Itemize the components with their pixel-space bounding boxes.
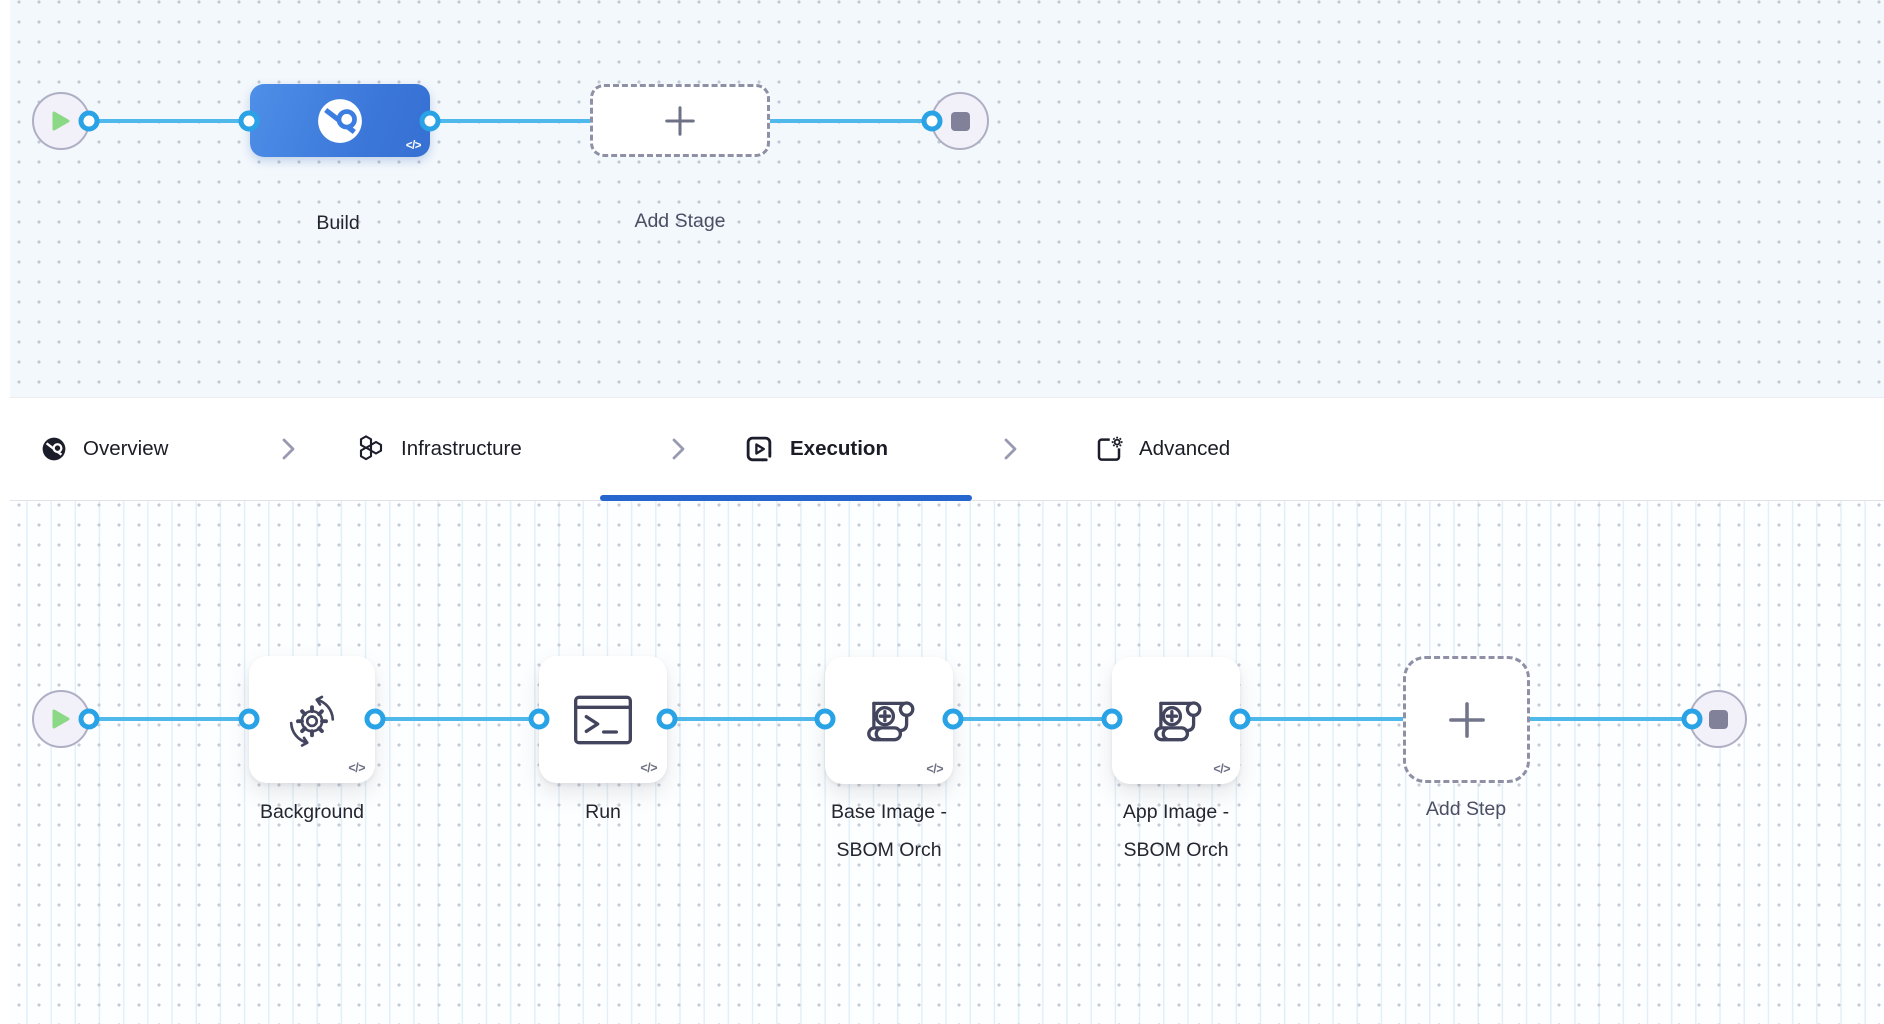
tab-label: Execution xyxy=(790,437,888,460)
play-icon xyxy=(52,111,70,131)
tab-overview[interactable]: Overview xyxy=(40,398,168,500)
add-step-node[interactable] xyxy=(1403,656,1530,783)
tab-execution[interactable]: Execution xyxy=(744,398,888,500)
code-badge: </> xyxy=(926,762,943,776)
scroll-plus-icon xyxy=(1154,700,1202,741)
connector-dot[interactable] xyxy=(942,708,964,730)
add-stage-node[interactable] xyxy=(590,84,770,157)
connector-dot[interactable] xyxy=(419,110,441,132)
tab-label: Advanced xyxy=(1139,437,1231,460)
execution-play-icon xyxy=(746,436,774,463)
stage-node-build[interactable]: </> xyxy=(250,84,430,157)
execution-step-canvas[interactable]: </> </> xyxy=(0,501,1884,1024)
step-label: Background xyxy=(259,801,365,823)
connector-dot[interactable] xyxy=(921,110,943,132)
tab-advanced[interactable]: Advanced xyxy=(1094,398,1230,500)
step-node-background[interactable]: </> xyxy=(249,656,375,783)
background-sync-icon xyxy=(289,695,335,747)
step-label: App Image - SBOM Orch xyxy=(1122,801,1230,861)
connector-dot[interactable] xyxy=(238,110,260,132)
edge-line xyxy=(61,119,960,123)
stop-icon xyxy=(950,111,970,131)
ci-stage-icon xyxy=(318,98,362,143)
code-badge: </> xyxy=(405,140,422,152)
connector-dot[interactable] xyxy=(364,708,386,730)
step-node-app-image-sbom[interactable]: </> xyxy=(1112,657,1240,784)
connector-dot[interactable] xyxy=(814,708,836,730)
active-tab-underline xyxy=(600,495,972,501)
add-stage-label: Add Stage xyxy=(634,210,726,232)
code-badge: </> xyxy=(1213,762,1230,776)
connector-dot[interactable] xyxy=(78,110,100,132)
chevron-right-icon xyxy=(282,438,295,460)
stage-label: Build xyxy=(316,212,360,234)
tab-label: Infrastructure xyxy=(401,437,522,460)
chevron-right-icon xyxy=(1004,438,1017,460)
scroll-plus-icon xyxy=(867,700,915,741)
step-node-run[interactable]: </> xyxy=(539,656,667,783)
step-label: Run xyxy=(585,801,621,823)
left-panel-strip xyxy=(0,0,10,1024)
connector-dot[interactable] xyxy=(238,708,260,730)
connector-dot[interactable] xyxy=(656,708,678,730)
add-step-label: Add Step xyxy=(1425,798,1507,820)
connector-dot[interactable] xyxy=(1229,708,1251,730)
code-badge: </> xyxy=(348,761,365,775)
step-node-base-image-sbom[interactable]: </> xyxy=(825,657,953,784)
plus-icon xyxy=(665,105,695,136)
tab-infrastructure[interactable]: Infrastructure xyxy=(356,398,522,500)
connector-dot[interactable] xyxy=(1101,708,1123,730)
connector-dot[interactable] xyxy=(78,708,100,730)
end-node[interactable] xyxy=(931,92,989,150)
stage-canvas[interactable]: </> Build Add Stage xyxy=(0,0,1884,397)
stage-tabbar: Overview Infrastructure xyxy=(0,397,1884,501)
plus-icon xyxy=(1448,701,1485,738)
connector-dot[interactable] xyxy=(528,708,550,730)
tab-label: Overview xyxy=(83,437,169,460)
code-badge: </> xyxy=(640,761,657,775)
connector-dot[interactable] xyxy=(1681,708,1703,730)
advanced-gear-icon xyxy=(1097,436,1123,461)
step-label: Base Image - SBOM Orch xyxy=(831,801,947,861)
hexagons-icon xyxy=(359,435,383,461)
ci-circle-icon xyxy=(42,437,66,461)
stop-icon xyxy=(1708,709,1728,729)
chevron-right-icon xyxy=(672,438,685,460)
terminal-icon xyxy=(574,695,632,744)
play-icon xyxy=(52,709,70,729)
